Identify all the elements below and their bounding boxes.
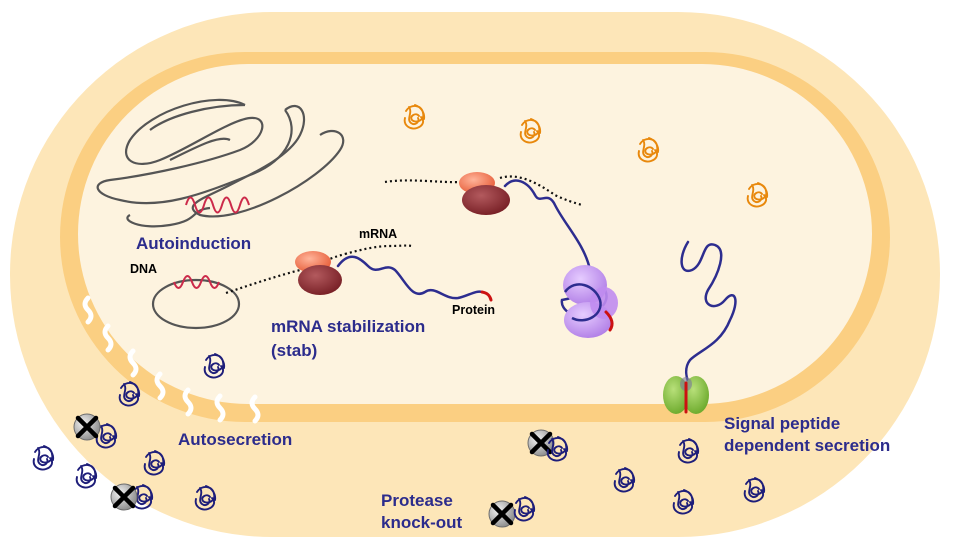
mrna-strand bbox=[225, 252, 346, 295]
signal-peptide-label-line1: Signal peptide bbox=[724, 414, 840, 433]
cytoplasm bbox=[78, 64, 872, 404]
mrna-strand-tail bbox=[344, 244, 414, 256]
mrna-label: mRNA bbox=[359, 227, 397, 241]
ribosome-large-subunit bbox=[298, 265, 342, 295]
autosecretion-label: Autosecretion bbox=[178, 430, 292, 449]
chaperone bbox=[563, 265, 618, 338]
x-mark-icon bbox=[489, 501, 515, 527]
folded-protein-icon bbox=[75, 463, 98, 489]
mrna-strand-2-tail bbox=[499, 175, 583, 207]
signal-peptide bbox=[480, 290, 493, 302]
protease-label-line2: knock-out bbox=[381, 513, 463, 532]
protease-label-line1: Protease bbox=[381, 491, 453, 510]
stab-label: (stab) bbox=[271, 341, 317, 360]
translocon bbox=[663, 376, 709, 414]
secreted-protein-chain bbox=[680, 240, 737, 388]
plasmid-helix bbox=[173, 275, 220, 289]
x-mark-icon bbox=[74, 414, 100, 440]
autoinduction-label: Autoinduction bbox=[136, 234, 251, 253]
ribosome2-large-subunit bbox=[462, 185, 510, 215]
folded-protein-icon bbox=[32, 445, 55, 471]
dna-label: DNA bbox=[130, 262, 157, 276]
nascent-protein-chain bbox=[336, 255, 484, 300]
mrna-stabilization-label: mRNA stabilization bbox=[271, 317, 425, 336]
plasmid-dna bbox=[151, 278, 241, 330]
x-mark-icon bbox=[111, 484, 137, 510]
secretion-pores bbox=[82, 295, 261, 424]
mrna-strand-2 bbox=[384, 179, 463, 184]
protein-label: Protein bbox=[452, 303, 495, 317]
signal-peptide-label-line2: dependent secretion bbox=[724, 436, 890, 455]
autoinduction-helix bbox=[185, 196, 250, 214]
